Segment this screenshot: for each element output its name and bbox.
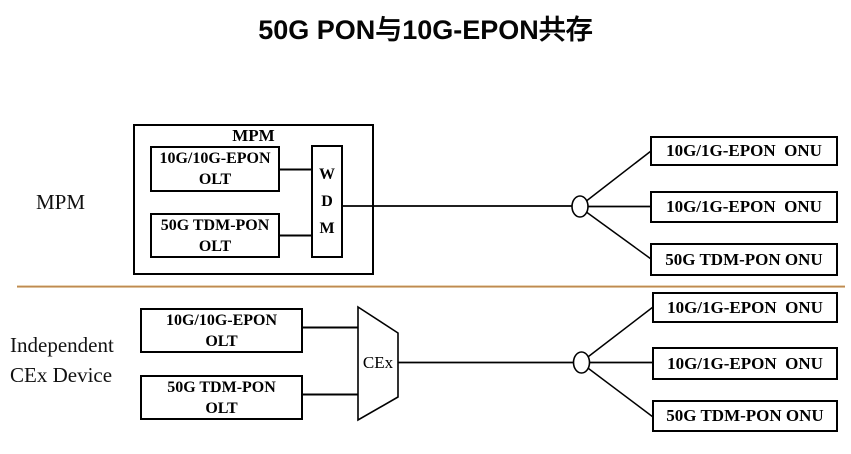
mpm-box-title: MPM (232, 126, 275, 145)
olt-label-line1: 10G/10G-EPON (159, 150, 271, 167)
onu-label: 50G TDM-PON ONU (665, 249, 823, 269)
olt-label-line1: 10G/10G-EPON (165, 311, 278, 329)
bottom-section-label-line2: CEx Device (10, 363, 113, 387)
onu-box-top-1: 10G/1G-EPON ONU (650, 136, 838, 166)
page-title: 50G PON与10G-EPON共存 (258, 15, 593, 45)
bottom-section-label-line1: Independent (10, 333, 114, 357)
olt-label-line2: OLT (198, 237, 232, 255)
onu-label: 10G/1G-EPON ONU (666, 197, 822, 216)
connector-splitter-onu3 (586, 211, 652, 260)
cex-trapezoid (357, 305, 399, 422)
onu-box-bottom-3: 50G TDM-PON ONU (652, 400, 838, 432)
olt-box-bottom-2: 50G TDM-PON OLT (140, 375, 303, 420)
onu-label: 50G TDM-PON ONU (666, 406, 824, 425)
connector-splitter2-onu1 (588, 306, 654, 358)
olt-label-line2: OLT (198, 171, 232, 188)
onu-box-top-2: 10G/1G-EPON ONU (650, 191, 838, 223)
onu-label: 10G/1G-EPON ONU (667, 353, 823, 373)
olt-box-bottom-1: 10G/10G-EPON OLT (140, 308, 303, 353)
section-divider (17, 285, 845, 288)
optical-splitter-top (571, 195, 589, 218)
connector-splitter-onu1 (586, 150, 652, 202)
bottom-section-label: Independent CEx Device (10, 330, 114, 390)
wdm-label: WDM (318, 166, 335, 237)
onu-box-top-3: 50G TDM-PON ONU (650, 243, 838, 276)
olt-label-line1: 50G TDM-PON (160, 216, 270, 234)
onu-label: 10G/1G-EPON ONU (667, 297, 823, 317)
optical-splitter-bottom (572, 351, 591, 374)
onu-box-bottom-2: 10G/1G-EPON ONU (652, 347, 838, 380)
mpm-outer-box (133, 124, 374, 275)
olt-label-line1: 50G TDM-PON (167, 378, 276, 396)
cex-label: CEx (362, 353, 394, 372)
onu-label: 10G/1G-EPON ONU (666, 141, 822, 160)
connector-splitter2-onu3 (588, 367, 654, 418)
onu-box-bottom-1: 10G/1G-EPON ONU (652, 292, 838, 323)
top-section-label: MPM (36, 190, 86, 214)
olt-box-top-2: 50G TDM-PON OLT (150, 213, 280, 258)
wdm-box: WDM (311, 145, 343, 258)
olt-label-line2: OLT (205, 399, 238, 417)
olt-label-line2: OLT (205, 332, 238, 350)
olt-box-top-1: 10G/10G-EPON OLT (150, 146, 280, 192)
